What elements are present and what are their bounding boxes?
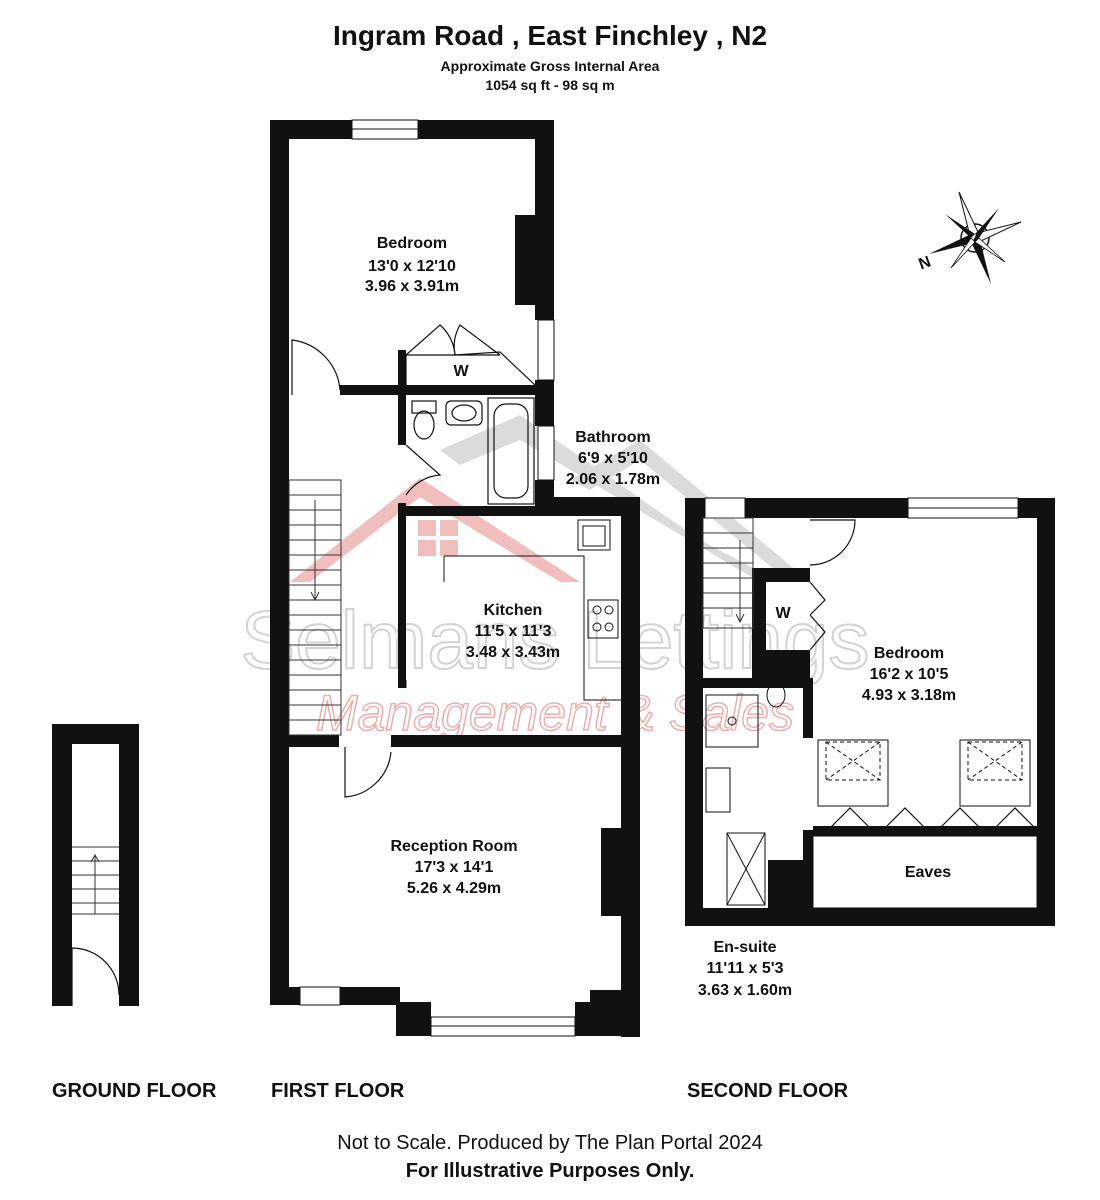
second-floor-plan <box>685 497 1055 926</box>
bathroom-metric: 2.06 x 1.78m <box>566 471 660 488</box>
ensuite-name: En-suite <box>713 939 776 956</box>
reception-name: Reception Room <box>390 838 517 855</box>
ground-stairs <box>72 846 119 915</box>
first-floor-stairs <box>288 479 342 736</box>
bathroom-fixtures <box>405 397 535 505</box>
kitchen-name: Kitchen <box>484 602 543 619</box>
kitchen-metric: 3.48 x 3.43m <box>466 644 560 661</box>
plan-subtitle: Approximate Gross Internal Area <box>440 58 660 74</box>
footer-disclaimer: For Illustrative Purposes Only. <box>405 1160 695 1182</box>
reception-imperial: 17'3 x 14'1 <box>415 859 494 876</box>
room-labels: Bedroom 13'0 x 12'10 3.96 x 3.91m W Bath… <box>365 235 956 999</box>
footer-note: Not to Scale. Produced by The Plan Porta… <box>337 1132 763 1154</box>
skylights <box>817 739 1031 807</box>
wardrobe2-label: W <box>775 605 791 622</box>
reception-metric: 5.26 x 4.29m <box>407 880 501 897</box>
bedroom2-name: Bedroom <box>874 645 944 662</box>
compass-icon <box>929 191 1022 284</box>
ground-floor-plan <box>52 724 139 1006</box>
first-floor-label: FIRST FLOOR <box>271 1080 405 1102</box>
ensuite-fixtures <box>705 674 787 906</box>
bedroom2-imperial: 16'2 x 10'5 <box>870 666 949 683</box>
bathroom-imperial: 6'9 x 5'10 <box>578 450 648 467</box>
ensuite-metric: 3.63 x 1.60m <box>698 982 792 999</box>
bedroom2-metric: 4.93 x 3.18m <box>862 687 956 704</box>
plan-area: 1054 sq ft - 98 sq m <box>485 77 615 93</box>
ensuite-imperial: 11'11 x 5'3 <box>706 960 783 977</box>
compass-north-label: N <box>917 253 934 273</box>
second-floor-stairs <box>702 517 754 629</box>
wardrobe1-label: W <box>453 363 469 380</box>
watermark-line2: Management & Sales <box>316 685 794 741</box>
bathroom-name: Bathroom <box>575 429 651 446</box>
kitchen-fixtures <box>405 519 621 701</box>
bedroom1-name: Bedroom <box>377 235 447 252</box>
first-floor-plan <box>270 119 640 1037</box>
ground-floor-label: GROUND FLOOR <box>52 1080 217 1102</box>
bedroom1-metric: 3.96 x 3.91m <box>365 278 459 295</box>
plan-title: Ingram Road , East Finchley , N2 <box>332 20 768 51</box>
eaves-label: Eaves <box>905 864 951 881</box>
second-floor-label: SECOND FLOOR <box>687 1080 849 1102</box>
kitchen-imperial: 11'5 x 11'3 <box>474 623 551 640</box>
bedroom1-imperial: 13'0 x 12'10 <box>368 258 456 275</box>
